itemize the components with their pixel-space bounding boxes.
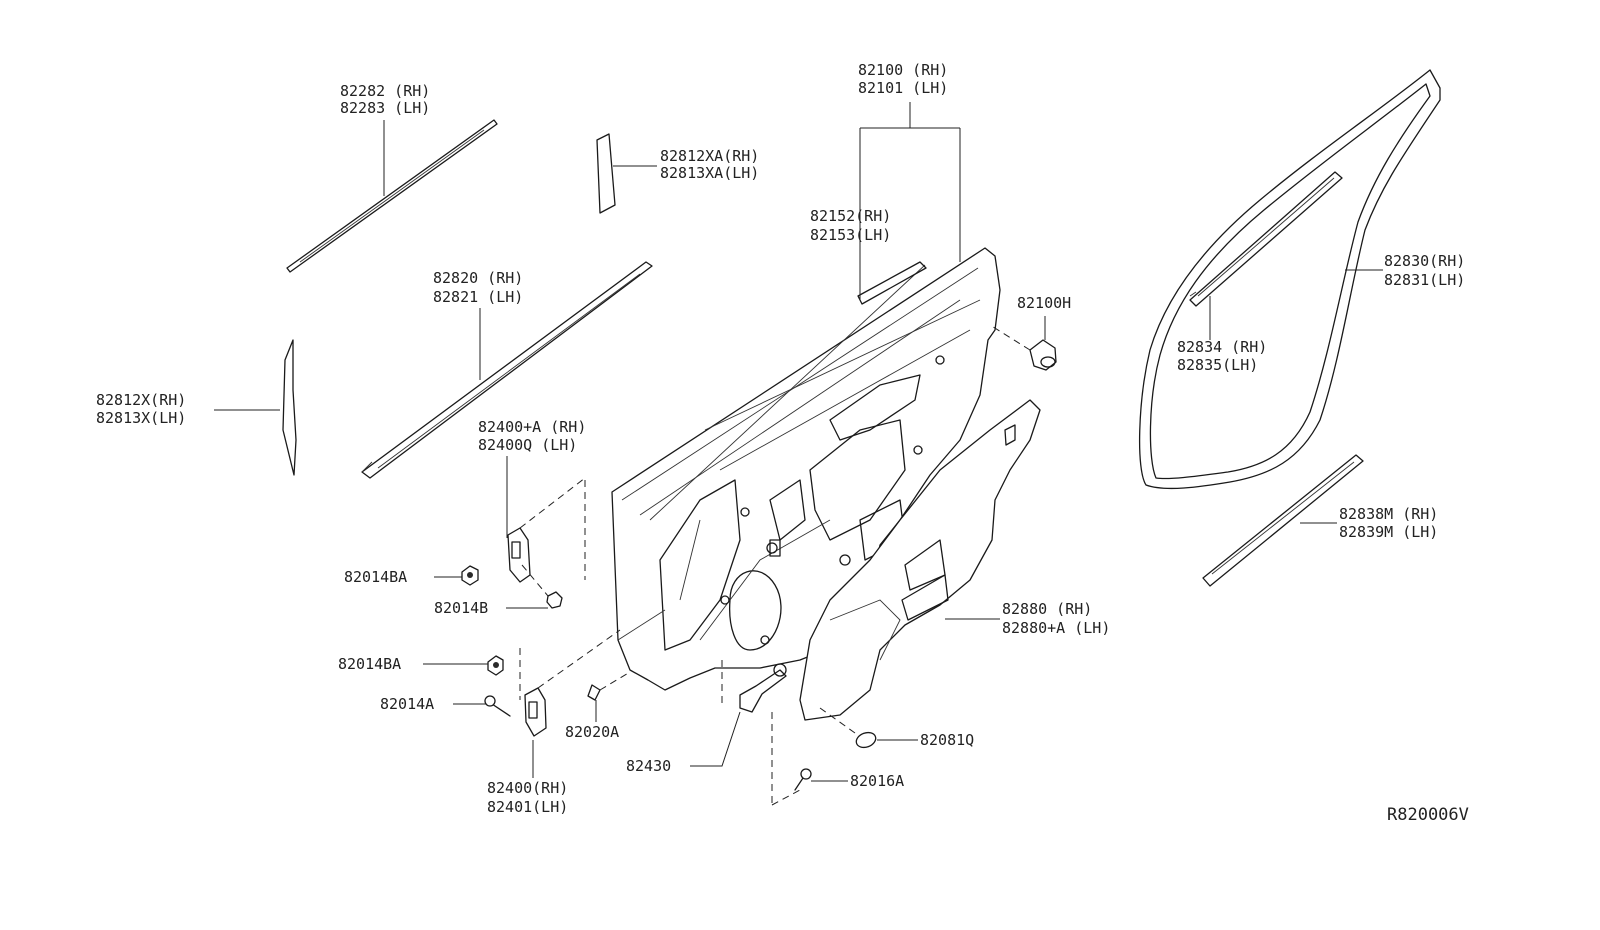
svg-text:82813XA(LH): 82813XA(LH) <box>660 164 759 182</box>
callout-rear-sash-cover: 82812X(RH) 82813X(LH) <box>96 391 186 427</box>
svg-text:82020A: 82020A <box>565 723 619 741</box>
svg-text:82430: 82430 <box>626 757 671 775</box>
callout-sealing-screen: 82880 (RH) 82880+A (LH) <box>1002 600 1110 637</box>
svg-text:82813X(LH): 82813X(LH) <box>96 409 186 427</box>
callout-upper-hinge: 82400+A (RH) 82400Q (LH) <box>478 418 586 454</box>
svg-text:82014BA: 82014BA <box>338 655 401 673</box>
callout-bolt-lower-ba: 82014BA <box>338 655 401 673</box>
svg-text:82081Q: 82081Q <box>920 731 974 749</box>
svg-text:82400Q (LH): 82400Q (LH) <box>478 436 577 454</box>
svg-text:82834 (RH): 82834 (RH) <box>1177 338 1267 356</box>
svg-text:82014B: 82014B <box>434 599 488 617</box>
svg-text:82283 (LH): 82283 (LH) <box>340 99 430 117</box>
sealing-screen-part <box>799 399 1041 721</box>
callout-check-bolt: 82016A <box>850 772 904 790</box>
door-panel-part <box>611 247 1001 691</box>
rear-sash-cover-part <box>282 339 297 476</box>
callout-molding-outer: 82282 (RH) 82283 (LH) <box>340 82 430 117</box>
lower-hinge-part <box>519 629 621 737</box>
svg-text:82835(LH): 82835(LH) <box>1177 356 1258 374</box>
svg-text:82880+A (LH): 82880+A (LH) <box>1002 619 1110 637</box>
svg-text:82821 (LH): 82821 (LH) <box>433 288 523 306</box>
svg-text:82831(LH): 82831(LH) <box>1384 271 1465 289</box>
svg-text:82100H: 82100H <box>1017 294 1071 312</box>
callout-striker-bolt: 82020A <box>565 723 619 741</box>
callout-front-sash-cover: 82812XA(RH) 82813XA(LH) <box>660 147 759 182</box>
svg-text:82838M (RH): 82838M (RH) <box>1339 505 1438 523</box>
bolt-upper-b-part <box>521 564 563 609</box>
reference-code: R820006V <box>1387 805 1469 825</box>
svg-text:82153(LH): 82153(LH) <box>810 226 891 244</box>
svg-text:82152(RH): 82152(RH) <box>810 207 891 225</box>
svg-text:82101 (LH): 82101 (LH) <box>858 79 948 97</box>
callout-plug: 82081Q <box>920 731 974 749</box>
svg-text:82400+A (RH): 82400+A (RH) <box>478 418 586 436</box>
door-weatherstrip-part <box>1138 69 1441 490</box>
callout-bolt-upper-ba: 82014BA <box>344 568 407 586</box>
check-bolt-part <box>794 768 812 791</box>
callout-door-weatherstrip: 82830(RH) 82831(LH) <box>1384 252 1465 289</box>
svg-text:82839M (LH): 82839M (LH) <box>1339 523 1438 541</box>
callout-weatherstrip-outer: 82820 (RH) 82821 (LH) <box>433 269 523 306</box>
callout-bumper-rubber: 82100H <box>1017 294 1071 312</box>
svg-text:82014BA: 82014BA <box>344 568 407 586</box>
callout-inner-seal: 82834 (RH) 82835(LH) <box>1177 338 1267 374</box>
front-sash-cover-part <box>596 133 616 214</box>
callout-bolt-lower-a: 82014A <box>380 695 434 713</box>
bolt-upper-ba-part <box>461 565 479 586</box>
callout-door-panel-assy: 82100 (RH) 82101 (LH) <box>858 61 948 97</box>
leader-lines <box>214 102 1383 782</box>
upper-hinge-part <box>507 476 586 583</box>
svg-text:82880 (RH): 82880 (RH) <box>1002 600 1092 618</box>
svg-text:82820 (RH): 82820 (RH) <box>433 269 523 287</box>
plug-part <box>819 707 877 749</box>
svg-text:82400(RH): 82400(RH) <box>487 779 568 797</box>
bumper-rubber-part <box>989 324 1057 371</box>
molding-strip-part <box>286 119 498 273</box>
callout-door-check: 82430 <box>626 757 671 775</box>
svg-text:82282 (RH): 82282 (RH) <box>340 82 430 100</box>
callout-lower-seal: 82838M (RH) 82839M (LH) <box>1339 505 1438 541</box>
svg-text:82812XA(RH): 82812XA(RH) <box>660 147 759 165</box>
svg-text:82401(LH): 82401(LH) <box>487 798 568 816</box>
weatherstrip-outer-part <box>361 261 653 479</box>
callout-door-panel-outer: 82152(RH) 82153(LH) <box>810 207 891 244</box>
callout-lower-hinge: 82400(RH) 82401(LH) <box>487 779 568 816</box>
door-check-part <box>721 660 801 806</box>
svg-text:82100 (RH): 82100 (RH) <box>858 61 948 79</box>
inner-seal-part <box>1189 171 1343 307</box>
svg-text:82830(RH): 82830(RH) <box>1384 252 1465 270</box>
striker-bolt-part <box>587 671 631 701</box>
callout-bolt-upper-b: 82014B <box>434 599 488 617</box>
svg-text:82812X(RH): 82812X(RH) <box>96 391 186 409</box>
svg-text:82014A: 82014A <box>380 695 434 713</box>
bolt-lower-a-part <box>484 695 511 717</box>
bolt-lower-ba-part <box>487 655 504 676</box>
lower-seal-part <box>1202 454 1364 587</box>
svg-text:82016A: 82016A <box>850 772 904 790</box>
